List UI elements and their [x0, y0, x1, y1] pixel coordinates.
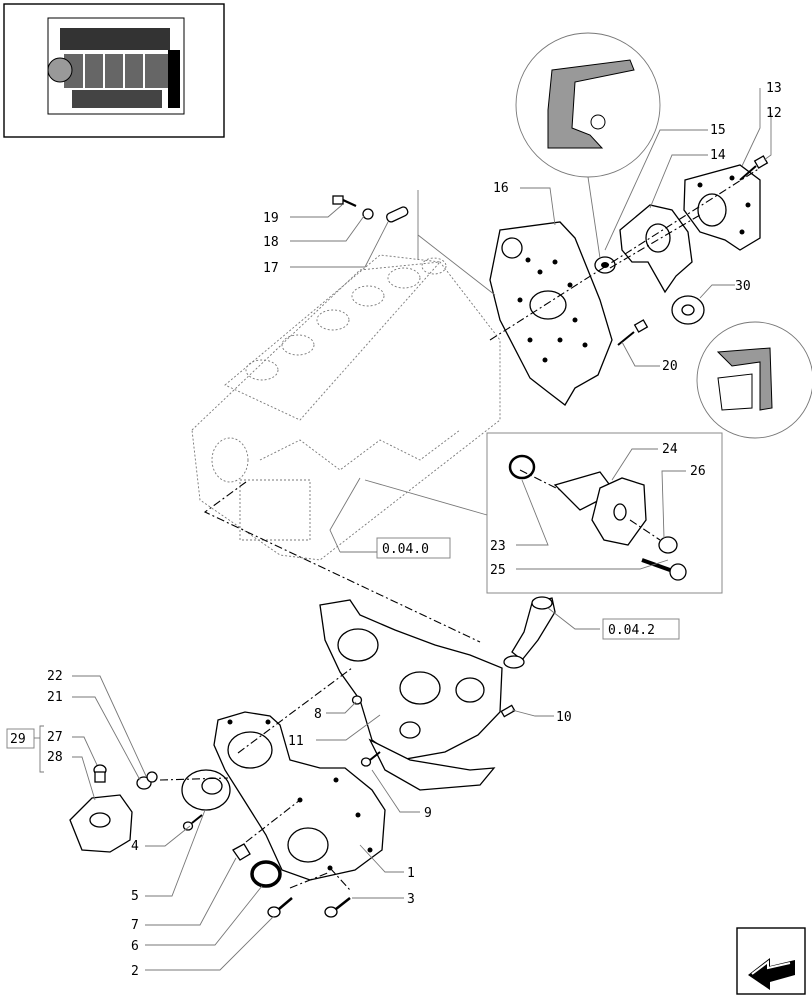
part-6-seal-ring[interactable]: [250, 860, 282, 888]
seal-section-detail-right: [696, 321, 812, 439]
next-page-arrow-icon[interactable]: [736, 927, 806, 995]
seal-section-detail-top: [515, 32, 661, 259]
part-3-bolt[interactable]: [324, 897, 351, 918]
part-14-flange[interactable]: [619, 204, 693, 294]
callout-3: 3: [407, 892, 415, 907]
callout-21: 21: [47, 690, 63, 705]
callout-19: 19: [263, 211, 279, 226]
callout-27: 27: [47, 730, 63, 745]
callout-15: 15: [710, 123, 726, 138]
callout-28: 28: [47, 750, 63, 765]
part-24-shaft-flange[interactable]: [553, 471, 647, 546]
part-21-22-plugs[interactable]: [136, 771, 158, 790]
part-20-bolt[interactable]: [617, 319, 649, 346]
part-11-timing-case[interactable]: [319, 599, 503, 791]
part-10-pin[interactable]: [500, 704, 516, 718]
callout-4: 4: [131, 839, 139, 854]
ref-box-block[interactable]: 0.04.0: [340, 537, 451, 559]
part-16-rear-plate[interactable]: [489, 221, 613, 406]
callout-13: 13: [766, 81, 782, 96]
callout-26: 26: [690, 464, 706, 479]
callout-7: 7: [131, 918, 139, 933]
callout-11: 11: [288, 734, 304, 749]
callout-17: 17: [263, 261, 279, 276]
part-27-thermostat-cap[interactable]: [93, 764, 107, 783]
callout-labels: 19 18 17 16 15 14 13 12 30 20 24 26 23 2…: [47, 81, 782, 979]
callout-20: 20: [662, 359, 678, 374]
part-28-thermostat-housing[interactable]: [69, 794, 133, 853]
callout-5: 5: [131, 889, 139, 904]
callout-8: 8: [314, 707, 322, 722]
callout-14: 14: [710, 148, 726, 163]
part-2-bolt[interactable]: [267, 897, 293, 918]
callout-1: 1: [407, 866, 415, 881]
callout-23: 23: [490, 539, 506, 554]
engine-block-ghost: [191, 254, 501, 561]
callout-12: 12: [766, 106, 782, 121]
part-5-bolt[interactable]: [182, 814, 203, 831]
ref-pipe-label: 0.04.2: [608, 623, 655, 638]
engine-thumbnail-icon[interactable]: [3, 3, 225, 138]
assembly-lines: [159, 167, 761, 891]
group-29-bracket: 29: [6, 725, 44, 773]
callout-6: 6: [131, 939, 139, 954]
callout-22: 22: [47, 669, 63, 684]
ref-box-pipe[interactable]: 0.04.2: [602, 618, 680, 640]
part-26-nut[interactable]: [658, 536, 678, 554]
part-7-dowel[interactable]: [232, 843, 251, 861]
callout-2: 2: [131, 964, 139, 979]
callout-25: 25: [490, 563, 506, 578]
callout-18: 18: [263, 235, 279, 250]
part-4-water-pump-pulley[interactable]: [181, 769, 231, 811]
part-25-screw[interactable]: [641, 558, 687, 581]
callout-16: 16: [493, 181, 509, 196]
part-8-bolt[interactable]: [351, 695, 363, 705]
leader-lines: [72, 88, 772, 971]
part-30-seal[interactable]: [671, 295, 705, 325]
part-1-front-cover[interactable]: [213, 711, 386, 881]
part-17-dowel[interactable]: [385, 206, 409, 223]
callout-30: 30: [735, 279, 751, 294]
callout-10: 10: [556, 710, 572, 725]
callout-9: 9: [424, 806, 432, 821]
part-13-housing[interactable]: [683, 164, 761, 251]
part-23-o-ring[interactable]: [508, 454, 536, 480]
part-15-seal-ring[interactable]: [594, 256, 616, 274]
callout-24: 24: [662, 442, 678, 457]
pipe-fitting[interactable]: [503, 596, 556, 669]
ref-block-label: 0.04.0: [382, 542, 429, 557]
callout-29: 29: [10, 732, 26, 747]
part-9-bolt[interactable]: [360, 751, 381, 767]
part-19-bolt[interactable]: [332, 195, 357, 207]
part-18-washer[interactable]: [362, 208, 374, 220]
